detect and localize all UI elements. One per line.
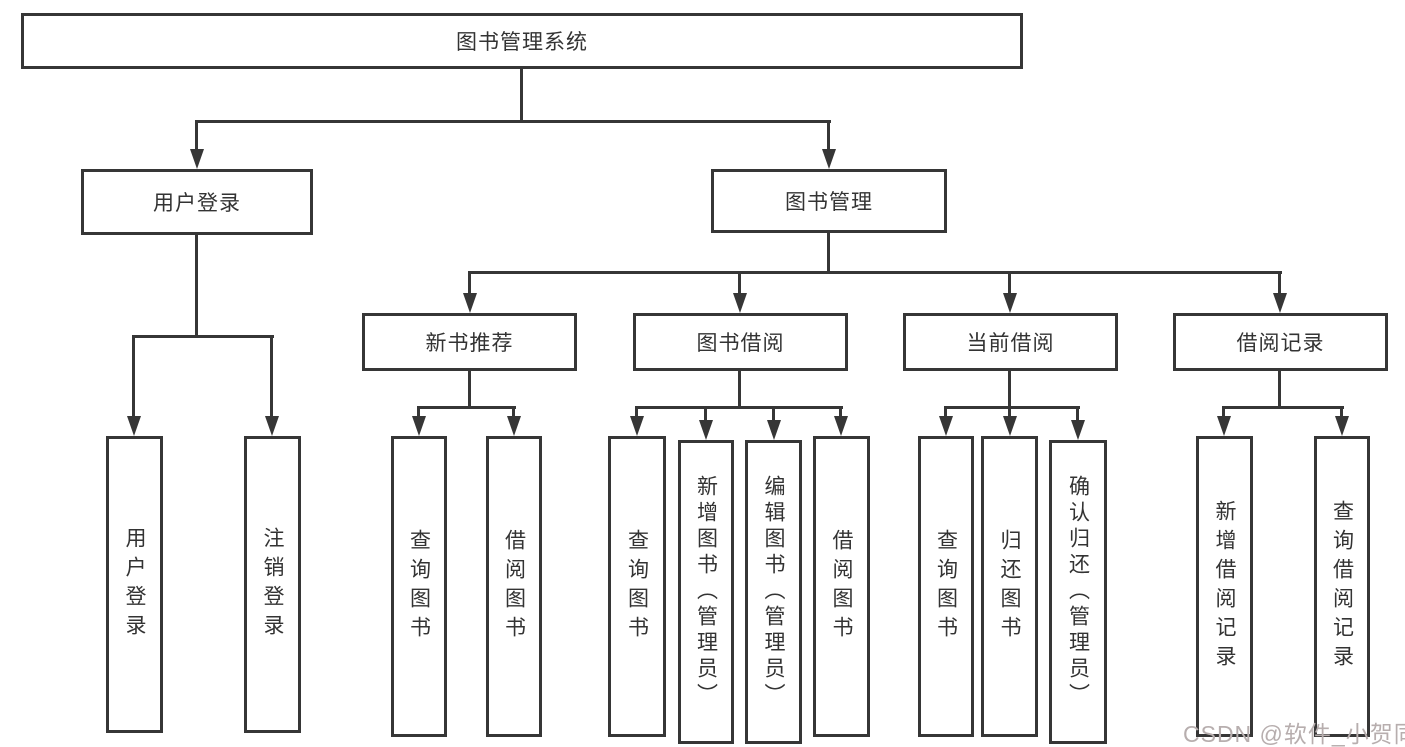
node-book-management: 图书管理 [711,169,947,233]
arrow-s0-leaf1-icon [507,416,521,436]
arrow-s2-leaf0-icon [939,416,953,436]
connector-current-borrow-drop [1008,271,1011,296]
connector-s1-leaf0-drop [635,406,638,418]
connector-section0-stub [468,371,471,409]
arrow-s1-leaf1-icon [699,420,713,440]
connector-s1-leaf2-drop [772,406,775,422]
arrow-leaf-logout-icon [265,416,279,436]
connector-book-branch-stub [827,233,830,274]
connector-s0-leaf1-drop [512,406,515,418]
connector-section2-rail [944,406,1080,409]
leaf-nb-query-books: 查询图书 [391,436,447,737]
connector-level2-rail [195,120,831,123]
arrow-s2-leaf1-icon [1003,416,1017,436]
connector-section2-stub [1008,371,1011,409]
connector-user-login-drop [195,120,198,152]
arrow-leaf-user-login-icon [127,416,141,436]
arrow-new-book-icon [463,293,477,313]
connector-level3-rail [468,271,1282,274]
arrow-s3-leaf0-icon [1217,416,1231,436]
connector-user-branch-rail [132,335,274,338]
leaf-cb-return-books: 归还图书 [981,436,1038,737]
node-new-book-recommend: 新书推荐 [362,313,577,371]
arrow-s0-leaf0-icon [412,416,426,436]
connector-s2-leaf2-drop [1076,406,1079,422]
connector-s3-leaf1-drop [1340,406,1343,418]
node-library-system: 图书管理系统 [21,13,1023,69]
arrow-s1-leaf0-icon [630,416,644,436]
leaf-cb-query-books: 查询图书 [918,436,974,737]
connector-s1-leaf3-drop [839,406,842,418]
connector-book-mgmt-drop [827,120,830,152]
arrow-s1-leaf3-icon [834,416,848,436]
leaf-logout: 注销登录 [244,436,301,733]
connector-section0-rail [417,406,516,409]
leaf-nb-borrow-books: 借阅图书 [486,436,542,737]
arrow-s3-leaf1-icon [1335,416,1349,436]
leaf-user-login: 用户登录 [106,436,163,733]
leaf-bb-query-books: 查询图书 [608,436,666,737]
arrow-s2-leaf2-icon [1071,420,1085,440]
arrow-book-borrow-icon [733,293,747,313]
node-user-login: 用户登录 [81,169,313,235]
connector-section3-rail [1222,406,1344,409]
connector-s3-leaf0-drop [1222,406,1225,418]
connector-s2-leaf0-drop [944,406,947,418]
connector-leaf-logout-drop [270,335,273,418]
connector-user-branch-stub [195,235,198,338]
arrow-current-borrow-icon [1003,293,1017,313]
connector-section1-rail [635,406,843,409]
connector-s2-leaf1-drop [1008,406,1011,418]
connector-s1-leaf1-drop [704,406,707,422]
connector-section1-stub [738,371,741,409]
connector-root-trunk [520,69,523,120]
watermark: CSDN @软件_小贺同学 [1183,721,1405,747]
leaf-bb-edit-books-admin: 编辑图书（管理员） [745,440,802,744]
connector-book-borrow-drop [738,271,741,296]
arrow-s1-leaf2-icon [767,420,781,440]
connector-s0-leaf0-drop [417,406,420,418]
node-current-borrowing: 当前借阅 [903,313,1118,371]
leaf-cb-confirm-return-admin: 确认归还（管理员） [1049,440,1107,744]
arrow-user-login-icon [190,149,204,169]
connector-new-book-drop [468,271,471,296]
leaf-bb-add-books-admin: 新增图书（管理员） [678,440,734,744]
arrow-borrow-records-icon [1273,293,1287,313]
connector-leaf-user-login-drop [132,335,135,418]
leaf-br-add-record: 新增借阅记录 [1196,436,1253,737]
connector-section3-stub [1278,371,1281,409]
leaf-br-query-record: 查询借阅记录 [1314,436,1370,737]
leaf-bb-borrow-books: 借阅图书 [813,436,870,737]
arrow-book-mgmt-icon [822,149,836,169]
connector-borrow-records-drop [1278,271,1281,296]
node-borrowing-records: 借阅记录 [1173,313,1388,371]
node-book-borrowing: 图书借阅 [633,313,848,371]
